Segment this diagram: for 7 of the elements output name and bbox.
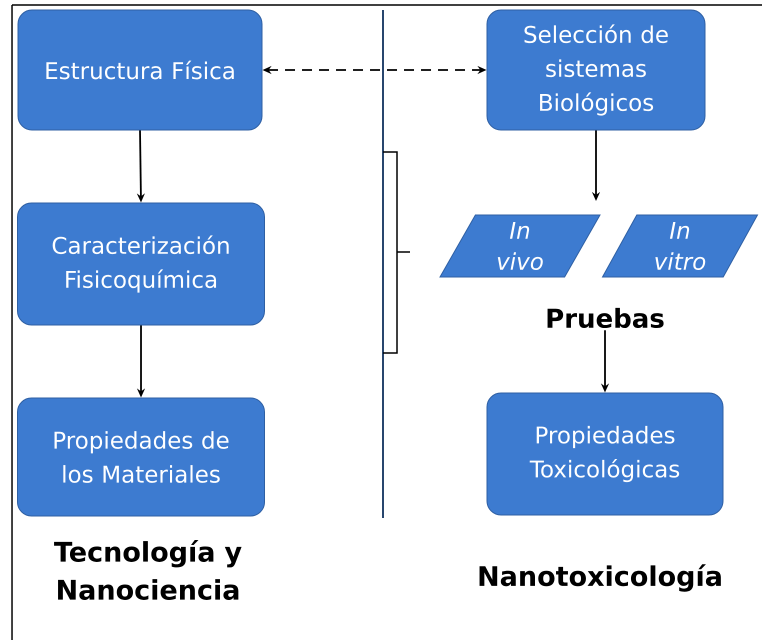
process-box: Propiedades Toxicológicas <box>486 392 724 516</box>
process-box: Propiedades de los Materiales <box>17 398 265 516</box>
process-box: Estructura Física <box>18 10 262 130</box>
section-title: Nanotoxicología <box>480 564 721 592</box>
process-box: Selección de sistemas Biológicos <box>486 10 706 130</box>
process-box: Caracterización Fisicoquímica <box>17 202 265 326</box>
group-label: Pruebas <box>548 308 664 328</box>
